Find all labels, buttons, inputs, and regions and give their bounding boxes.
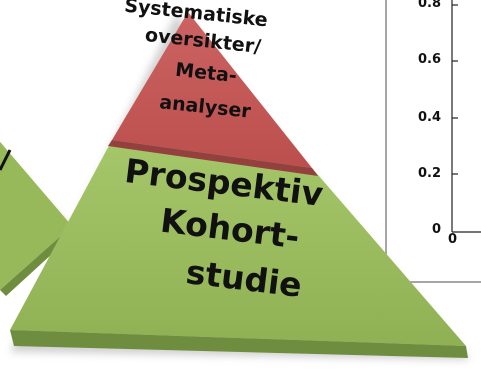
- y-tick-label: 0.2: [418, 166, 442, 181]
- pyramid-bottom-section: [10, 140, 468, 358]
- pyramid-top-face: [112, 12, 312, 168]
- y-tick-label: 0.8: [418, 0, 442, 11]
- y-tick-label: 0.6: [418, 52, 442, 67]
- pyramid-top-edge: [108, 140, 318, 176]
- inset-plot: [385, 0, 481, 283]
- y-tick-label: 0.4: [418, 110, 442, 125]
- y-tick-label: 0: [432, 222, 442, 237]
- pyramid-bottom-edge: [10, 330, 468, 358]
- x-tick-label: 0: [448, 232, 458, 247]
- pyramid-top-section: [108, 12, 318, 176]
- pyramid-bottom-face: [10, 140, 466, 346]
- left-pyramid-face: [0, 141, 72, 290]
